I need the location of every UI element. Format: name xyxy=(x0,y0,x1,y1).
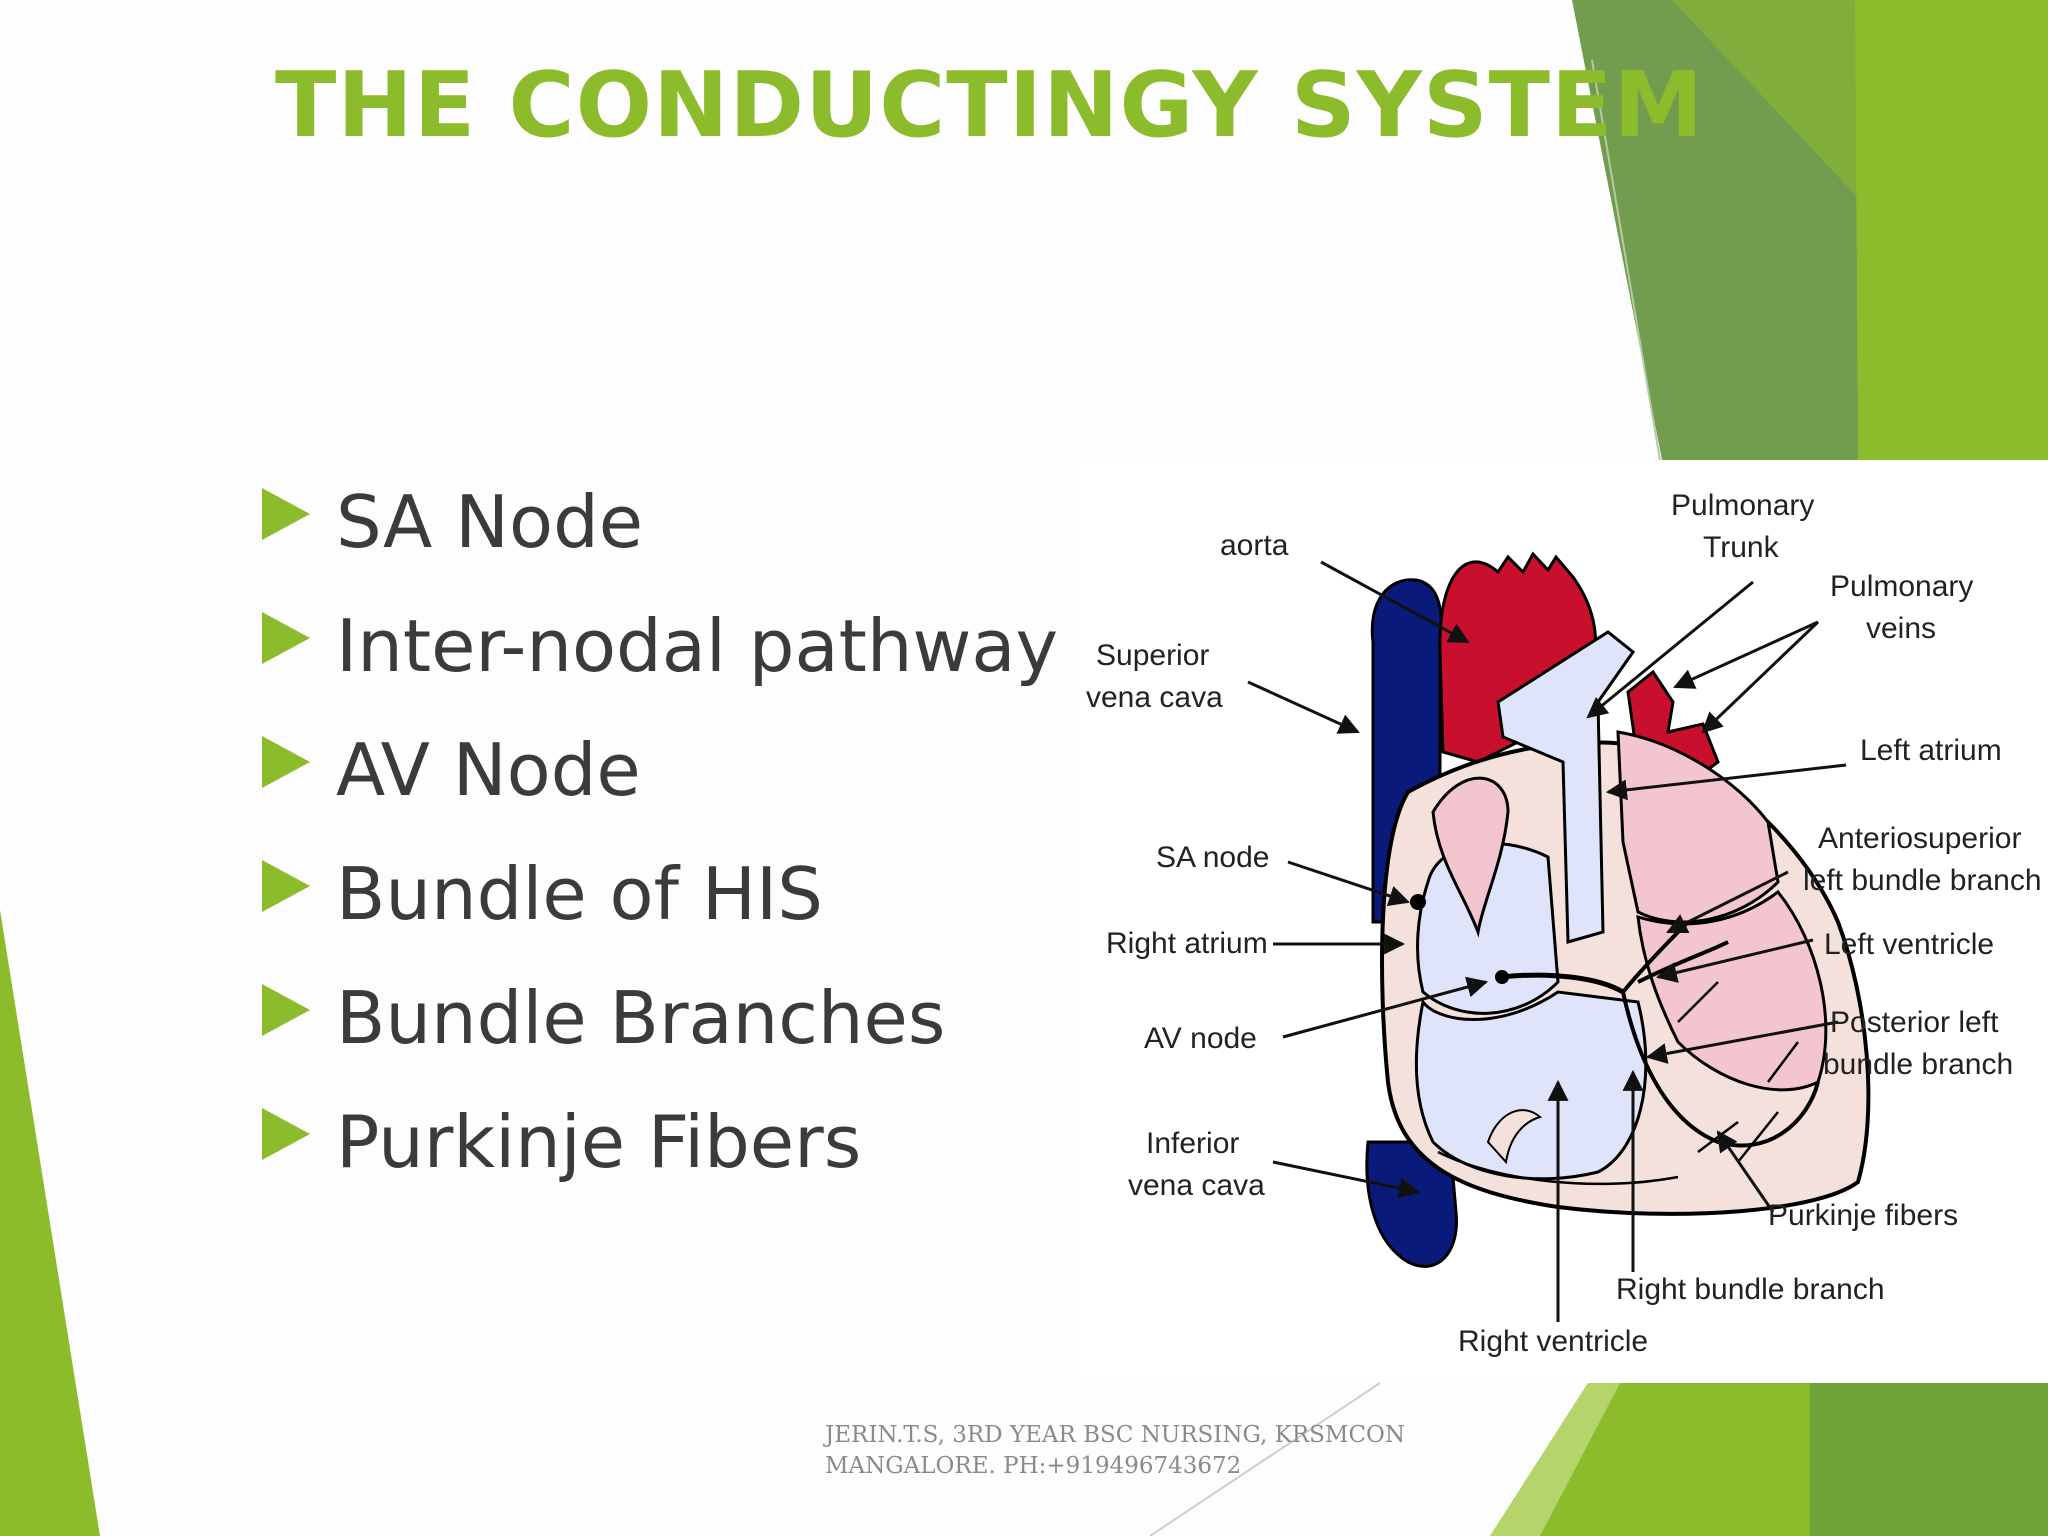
label-purkinje-fibers: Purkinje fibers xyxy=(1768,1199,1958,1232)
heart-conduction-diagram: aorta Pulmonary Trunk Pulmonary veins Su… xyxy=(1078,462,2048,1382)
bullet-text: Purkinje Fibers xyxy=(336,1100,862,1184)
label-pulmonary-veins-line1: Pulmonary xyxy=(1830,570,1973,603)
bullet-text: Bundle Branches xyxy=(336,976,946,1060)
pulmonary-veins-arrow-1 xyxy=(1673,620,1819,689)
top-right-thin-line xyxy=(1591,59,1661,461)
slide-title: THE CONDUCTINGY SYSTEM xyxy=(275,53,1705,158)
footer-credit: JERIN.T.S, 3RD YEAR BSC NURSING, KRSMCON… xyxy=(825,1420,1405,1482)
superior-vena-cava-arrow xyxy=(1247,680,1360,734)
bullet-item: Bundle of HIS xyxy=(262,832,1058,956)
bottom-right-dark-shape xyxy=(1810,1383,2048,1536)
tricuspid-valve-shape xyxy=(1486,1109,1543,1165)
left-ventricle-arrow xyxy=(1655,938,1814,983)
triangle-bullet-icon xyxy=(262,488,310,540)
right-ventricle-chamber xyxy=(1414,990,1648,1181)
triangle-bullet-icon xyxy=(262,1108,310,1160)
sa-node-arrow xyxy=(1287,860,1410,906)
label-inferior-vena-cava-line2: vena cava xyxy=(1128,1169,1265,1202)
top-right-bright-green-shape xyxy=(1672,0,1860,200)
label-left-ventricle: Left ventricle xyxy=(1824,928,1994,961)
label-right-bundle-branch: Right bundle branch xyxy=(1616,1273,1885,1306)
footer-line-2: MANGALORE. PH:+919496743672 xyxy=(825,1453,1242,1479)
label-superior-vena-cava-line1: Superior xyxy=(1096,639,1209,672)
inferior-vena-cava-shape xyxy=(1365,1140,1458,1268)
label-pulmonary-trunk-line2: Trunk xyxy=(1703,531,1780,564)
bullet-item: SA Node xyxy=(262,460,1058,584)
label-av-node: AV node xyxy=(1144,1022,1257,1055)
label-posterior-left-line1: Posterior left xyxy=(1830,1006,1999,1039)
label-right-ventricle: Right ventricle xyxy=(1458,1325,1648,1358)
label-anteriosuperior-line1: Anteriosuperior xyxy=(1818,822,2021,855)
posterior-left-arrow xyxy=(1645,1020,1839,1064)
label-sa-node: SA node xyxy=(1156,841,1269,874)
left-atrium-arrow xyxy=(1605,763,1847,801)
anteriosuperior-arrow xyxy=(1666,870,1789,934)
label-posterior-left-line2: bundle branch xyxy=(1823,1048,2013,1081)
triangle-bullet-icon xyxy=(262,984,310,1036)
bullet-item: AV Node xyxy=(262,708,1058,832)
label-inferior-vena-cava-line1: Inferior xyxy=(1146,1127,1239,1160)
bullet-list: SA Node Inter-nodal pathway AV Node Bund… xyxy=(262,460,1058,1204)
bottom-thin-line xyxy=(1149,1382,1381,1536)
bullet-text: SA Node xyxy=(336,480,644,564)
aorta-arrow xyxy=(1320,560,1470,644)
bullet-item: Bundle Branches xyxy=(262,956,1058,1080)
av-node-arrow xyxy=(1282,976,1489,1039)
footer-line-1: JERIN.T.S, 3RD YEAR BSC NURSING, KRSMCON xyxy=(825,1422,1406,1448)
inferior-vena-cava-arrow xyxy=(1272,1160,1421,1199)
label-pulmonary-trunk-line1: Pulmonary xyxy=(1671,489,1814,522)
bullet-text: Bundle of HIS xyxy=(336,852,823,936)
atrial-valve-shape xyxy=(1431,776,1510,938)
bullet-item: Inter-nodal pathway xyxy=(262,584,1058,708)
left-ventricle-chamber xyxy=(1636,889,1828,1092)
label-anteriosuperior-line2: left bundle branch xyxy=(1803,864,2042,897)
pulmonary-veins-arrow-2 xyxy=(1701,620,1820,734)
label-pulmonary-veins-line2: veins xyxy=(1866,612,1936,645)
triangle-bullet-icon xyxy=(262,736,310,788)
triangle-bullet-icon xyxy=(262,612,310,664)
label-left-atrium: Left atrium xyxy=(1860,734,2002,767)
bullet-text: Inter-nodal pathway xyxy=(336,604,1059,688)
pulmonary-trunk-shape xyxy=(1496,630,1636,944)
purkinje-fibers-arrow xyxy=(1716,1130,1775,1213)
left-atrium-chamber xyxy=(1616,730,1780,924)
sa-node-dot xyxy=(1410,894,1426,910)
bullet-item: Purkinje Fibers xyxy=(262,1080,1058,1204)
bullet-text: AV Node xyxy=(336,728,641,812)
bundle-of-his-line xyxy=(1501,972,1625,995)
bottom-right-light-shape xyxy=(1490,1383,1620,1536)
label-superior-vena-cava-line2: vena cava xyxy=(1086,681,1223,714)
label-aorta: aorta xyxy=(1220,529,1289,562)
pulmonary-trunk-arrow xyxy=(1586,580,1754,719)
label-right-atrium: Right atrium xyxy=(1106,927,1268,960)
triangle-bullet-icon xyxy=(262,860,310,912)
left-green-shape xyxy=(0,910,100,1536)
top-right-light-green-shape xyxy=(1800,0,2048,460)
